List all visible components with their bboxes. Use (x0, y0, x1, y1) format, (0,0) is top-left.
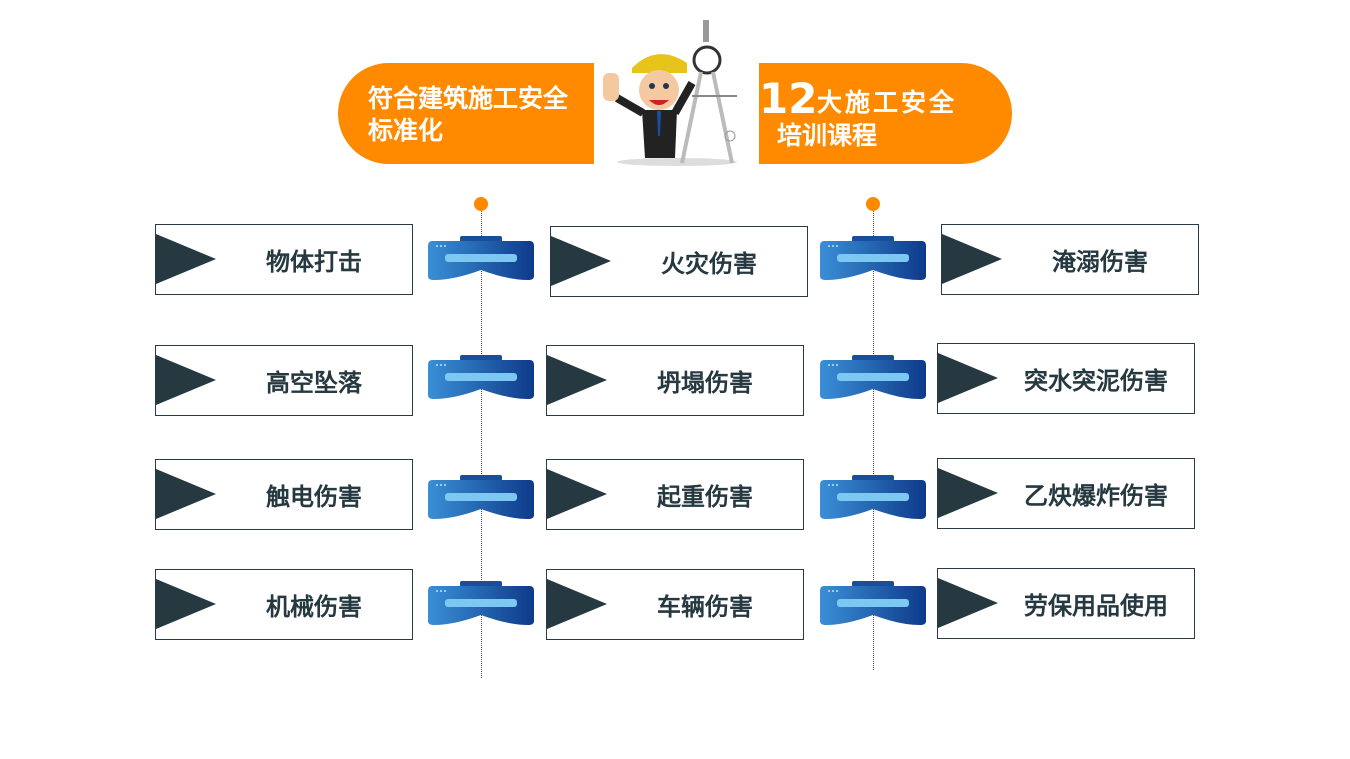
course-card-label: 淹溺伤害 (1052, 248, 1148, 276)
course-card-label: 高空坠落 (266, 369, 362, 397)
play-triangle-icon (938, 578, 998, 628)
play-triangle-icon (938, 468, 998, 518)
course-card[interactable]: 淹溺伤害 (941, 224, 1199, 295)
play-triangle-icon (547, 469, 607, 519)
play-triangle-icon (156, 234, 216, 284)
course-card[interactable]: 乙炔爆炸伤害 (937, 458, 1195, 529)
course-card[interactable]: 劳保用品使用 (937, 568, 1195, 639)
timeline-line (873, 204, 874, 670)
play-triangle-icon (547, 355, 607, 405)
course-card[interactable]: 机械伤害 (155, 569, 413, 640)
timeline-dot (866, 197, 880, 211)
header-right-title-line2: 培训课程 (777, 121, 878, 150)
course-card[interactable]: 火灾伤害 (550, 226, 808, 297)
course-card-label: 火灾伤害 (661, 250, 757, 278)
course-card[interactable]: 物体打击 (155, 224, 413, 295)
course-card-label: 触电伤害 (266, 483, 362, 511)
play-triangle-icon (156, 579, 216, 629)
course-card-label: 乙炔爆炸伤害 (1024, 482, 1168, 510)
vr-headset-icon (428, 475, 534, 521)
course-card-label: 坍塌伤害 (657, 369, 753, 397)
timeline-line (481, 204, 482, 678)
timeline-dot (474, 197, 488, 211)
header-right-number: 12 (759, 74, 818, 123)
vr-headset-icon (820, 355, 926, 401)
course-card-label: 物体打击 (266, 248, 362, 276)
vr-headset-icon (820, 236, 926, 282)
course-card[interactable]: 高空坠落 (155, 345, 413, 416)
play-triangle-icon (156, 355, 216, 405)
course-card[interactable]: 起重伤害 (546, 459, 804, 530)
play-triangle-icon (547, 579, 607, 629)
play-triangle-icon (551, 236, 611, 286)
header-left-banner: 符合建筑施工安全标准化 (338, 63, 594, 164)
header-right-title-line1: 大施工安全 (817, 88, 958, 117)
course-card-label: 劳保用品使用 (1024, 592, 1168, 620)
vr-headset-icon (428, 236, 534, 282)
header-right-banner: 12 大施工安全 培训课程 (759, 63, 1012, 164)
course-card-label: 突水突泥伤害 (1024, 367, 1168, 395)
vr-headset-icon (428, 581, 534, 627)
course-card[interactable]: 突水突泥伤害 (937, 343, 1195, 414)
course-card[interactable]: 车辆伤害 (546, 569, 804, 640)
course-card-label: 起重伤害 (657, 483, 753, 511)
vr-headset-icon (820, 581, 926, 627)
play-triangle-icon (942, 234, 1002, 284)
mascot-illustration (603, 20, 737, 166)
play-triangle-icon (938, 353, 998, 403)
vr-headset-icon (428, 355, 534, 401)
header-left-title: 符合建筑施工安全标准化 (368, 84, 569, 145)
vr-headset-icon (820, 475, 926, 521)
course-card[interactable]: 触电伤害 (155, 459, 413, 530)
play-triangle-icon (156, 469, 216, 519)
course-card-label: 车辆伤害 (657, 593, 753, 621)
course-card[interactable]: 坍塌伤害 (546, 345, 804, 416)
course-card-label: 机械伤害 (266, 593, 362, 621)
